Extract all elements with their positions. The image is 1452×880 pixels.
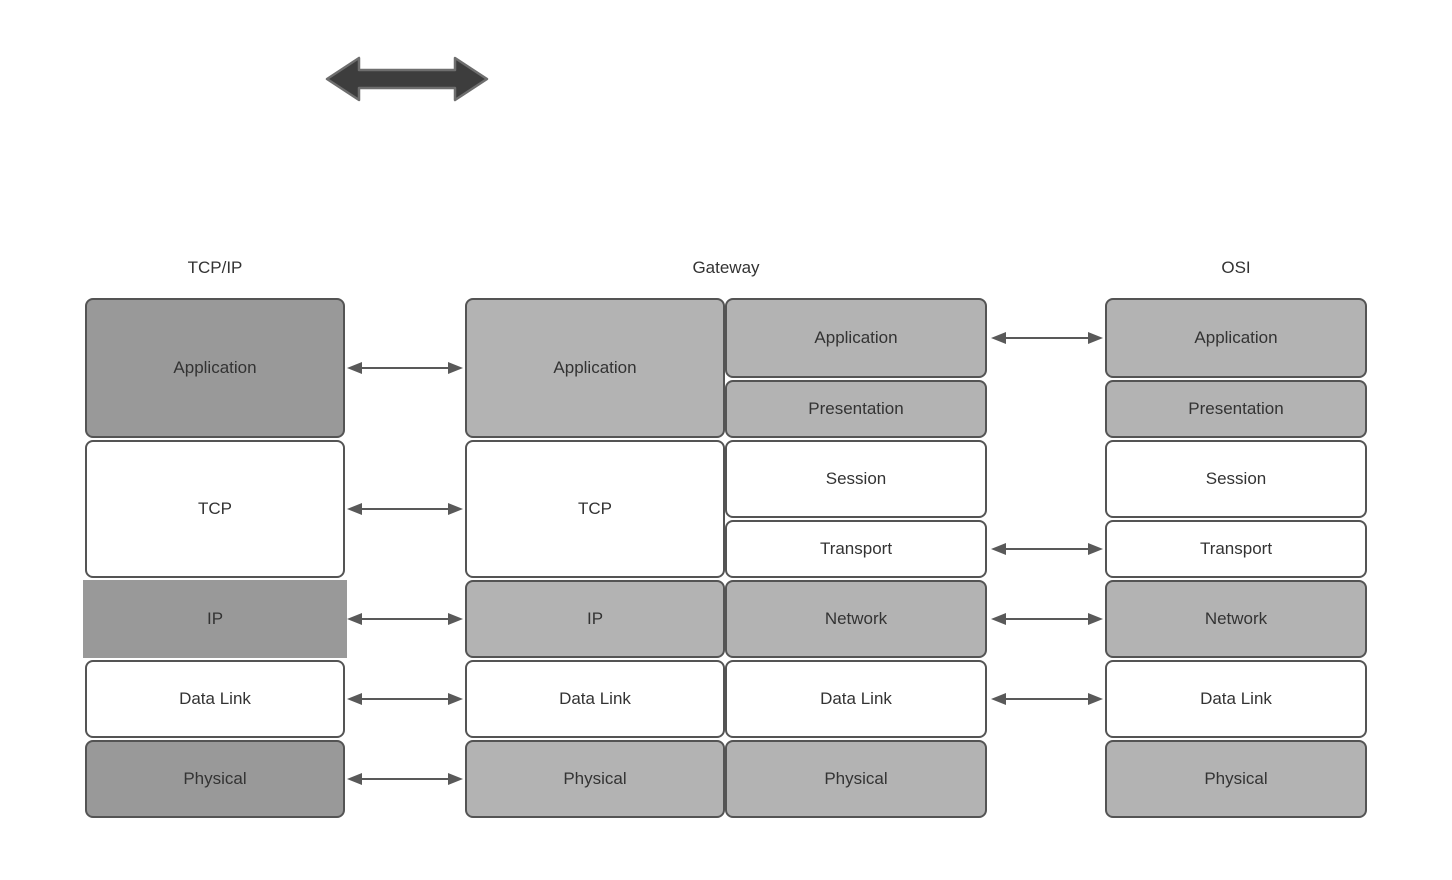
- tcpip-layer-application: Application: [85, 298, 345, 438]
- bidi-arrow-gateway-osi-transport: [991, 543, 1103, 555]
- bidi-arrow-tcpip-gateway-ip: [347, 613, 463, 625]
- gateway-left-layer-ip: IP: [465, 580, 725, 658]
- gateway-left-layer-physical: Physical: [465, 740, 725, 818]
- tcpip-column-header: TCP/IP: [187, 258, 243, 277]
- osi-layer-transport: Transport: [1105, 520, 1367, 578]
- gateway-right-layer-presentation: Presentation: [725, 380, 987, 438]
- osi-column-header: OSI: [1221, 258, 1251, 277]
- gateway-right-layer-transport: Transport: [725, 520, 987, 578]
- gateway-left-layer-data-link: Data Link: [465, 660, 725, 738]
- gateway-left-layer-application: Application: [465, 298, 725, 438]
- osi-layer-presentation: Presentation: [1105, 380, 1367, 438]
- gateway-column-header: Gateway: [692, 258, 760, 277]
- gateway-left-layer-tcp: TCP: [465, 440, 725, 578]
- gateway-right-layer-application: Application: [725, 298, 987, 378]
- osi-layer-data-link: Data Link: [1105, 660, 1367, 738]
- gateway-right-layer-physical: Physical: [725, 740, 987, 818]
- bidi-arrow-tcpip-gateway-data-link: [347, 693, 463, 705]
- osi-layer-physical: Physical: [1105, 740, 1367, 818]
- osi-layer-session: Session: [1105, 440, 1367, 518]
- bidi-arrow-gateway-osi-network: [991, 613, 1103, 625]
- bidi-arrow-tcpip-gateway-tcp: [347, 503, 463, 515]
- osi-layer-network: Network: [1105, 580, 1367, 658]
- tcpip-layer-data-link: Data Link: [85, 660, 345, 738]
- bidi-arrow-tcpip-gateway-application: [347, 362, 463, 374]
- tcpip-layer-physical: Physical: [85, 740, 345, 818]
- tcpip-layer-tcp: TCP: [85, 440, 345, 578]
- osi-layer-application: Application: [1105, 298, 1367, 378]
- gateway-right-layer-data-link: Data Link: [725, 660, 987, 738]
- double-headed-horizontal-arrow-icon: [325, 56, 489, 102]
- bidi-arrow-tcpip-gateway-physical: [347, 773, 463, 785]
- bidi-arrow-gateway-osi-application: [991, 332, 1103, 344]
- tcpip-layer-ip: IP: [83, 580, 347, 658]
- gateway-right-layer-network: Network: [725, 580, 987, 658]
- gateway-right-layer-session: Session: [725, 440, 987, 518]
- bidi-arrow-gateway-osi-data-link: [991, 693, 1103, 705]
